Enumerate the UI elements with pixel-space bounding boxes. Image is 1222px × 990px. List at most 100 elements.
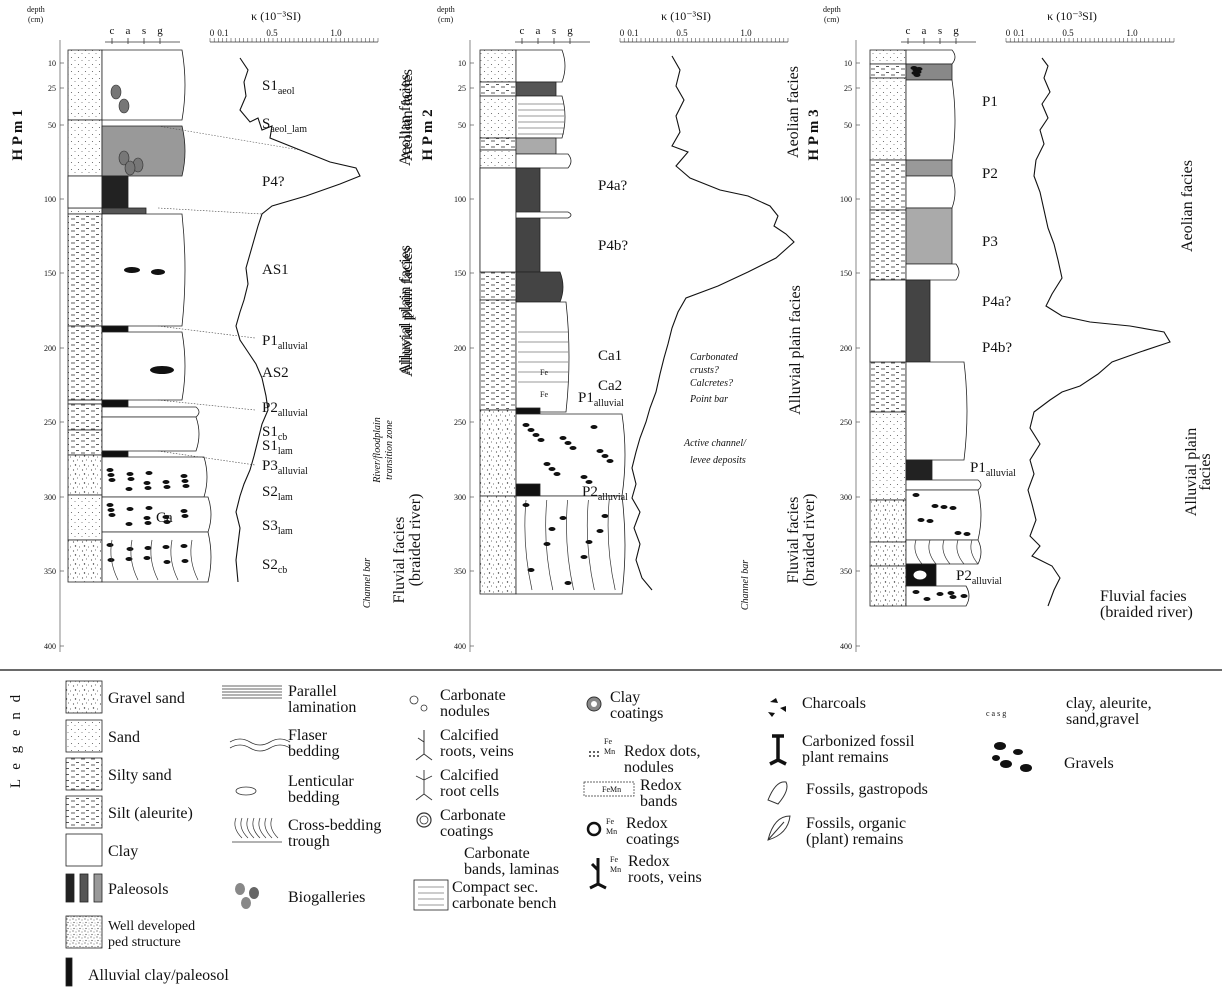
grain-class-label: c [110,25,115,37]
gravel-clast [913,493,920,497]
lithology-column-cell [870,160,906,210]
facies-label: (braided river) [1100,604,1193,621]
unit-label: P3alluvial [262,458,308,477]
legend-redox-dot [589,751,591,753]
gravel-clast [955,531,962,535]
gravel-clast [586,540,593,544]
facies-label: Fluvial facies [785,497,802,584]
legend-label: Calcified [440,767,499,784]
legend-clay-coating [591,701,597,707]
kappa-curve [632,56,794,590]
gravel-clast [127,472,134,476]
grain-size-bar [516,154,571,168]
gravel-clast [918,518,925,522]
legend-label: Parallel [288,683,337,700]
gravel-icon [1000,760,1012,768]
depth-tick-label: 350 [454,567,466,576]
unit-label: P2alluvial [262,400,308,419]
legend-label: Gravel sand [108,690,185,707]
depth-tick-label: 400 [44,642,56,651]
unit-label: P4b? [598,238,628,254]
lithology-column-cell [480,138,516,150]
legend-swatch [66,758,102,790]
facies-label: Fluvial facies [391,517,408,604]
legend-label: bedding [288,743,340,760]
lithology-column-cell [68,430,102,455]
lithology-column-cell [68,176,102,208]
legend-grain-axis: c a s g [986,709,1006,718]
gravel-clast [565,441,572,445]
gravel-clast [181,474,188,478]
environment-note: Calcretes? [690,378,733,389]
depth-tick-label: 150 [454,269,466,278]
gravel-clast [127,507,134,511]
legend-lenticular-bedding [236,787,256,795]
gravel-clast [182,559,189,563]
legend-label: Redox [640,777,682,794]
depth-axis-label: depth [437,5,455,14]
depth-tick-label: 25 [458,84,466,93]
grain-size-bar [102,126,185,176]
gravel-clast [144,516,151,520]
gravel-clast [163,480,170,484]
gravel-clast [927,519,934,523]
gravel-clast [164,485,171,489]
depth-tick-label: 350 [840,567,852,576]
gravel-clast [145,521,152,525]
kappa-axis-title: κ (10⁻³SI) [1047,9,1097,23]
grain-size-bar [516,138,556,154]
gravel-clast [597,529,604,533]
grain-class-label: g [157,25,163,37]
legend-swatch-alluvial [66,958,72,986]
biogallery-mark [119,99,129,113]
gravel-clast [124,267,140,273]
legend-swatch-paleosol [94,874,102,902]
facies-label: Aeolian facies [397,74,414,166]
grain-size-bar [906,80,955,160]
unit-label: P1alluvial [970,460,1016,479]
kappa-tick-label: 1.0 [740,28,752,38]
lithology-column-cell [480,300,516,410]
grain-size-bar [906,50,955,64]
unit-label: P1 [982,94,998,110]
gastropod-icon [768,782,787,804]
depth-tick-label: 10 [844,59,852,68]
gravel-clast [538,438,545,442]
gravel-clast [591,425,598,429]
gravel-clast [146,506,153,510]
fossil-plant-mark [914,571,926,579]
legend-swatch-paleosol [80,874,88,902]
grain-class-label: a [536,25,541,37]
lithology-column-cell [68,208,102,214]
gravel-clast [144,481,151,485]
alluvial-clay-bar [516,484,540,496]
unit-label: P4a? [598,178,628,194]
gravel-clast [565,581,572,585]
grain-size-bar [102,457,207,497]
gravel-clast [145,486,152,490]
gravel-clast [560,436,567,440]
gravel-icon [994,742,1006,750]
lithology-column-cell [480,96,516,138]
inline-label-ca: Ca [156,510,173,526]
kappa-tick-label: 0.5 [1062,28,1074,38]
lithology-column-cell [68,495,102,540]
lithology-column-cell [870,362,906,412]
unit-label: S2cb [262,557,287,576]
legend-mn-label: Mn [604,747,615,756]
depth-tick-label: 300 [840,493,852,502]
grain-class-label: s [552,25,556,37]
lithology-column-cell [68,400,102,404]
depth-tick-label: 200 [44,344,56,353]
environment-note: crusts? [690,365,719,376]
legend-label: Alluvial clay/paleosol [88,967,229,984]
gravel-clast [183,484,190,488]
alluvial-clay-bar [516,408,540,414]
grain-class-label: s [142,25,146,37]
legend-label: Paleosols [108,881,168,898]
lithology-column-cell [870,412,906,500]
unit-label: P4? [262,174,285,190]
gravel-clast [182,479,189,483]
legend-label: bedding [288,789,340,806]
legend-label: Carbonate [440,807,506,824]
